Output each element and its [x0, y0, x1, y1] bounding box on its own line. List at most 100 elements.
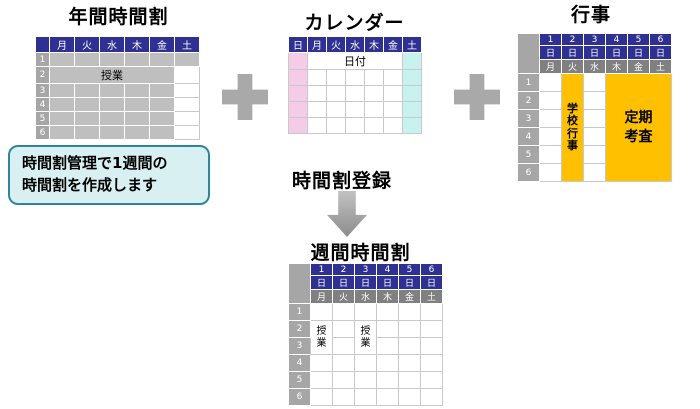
day-header-cell: 火	[326, 36, 346, 53]
day-suffix-cell: 日	[398, 275, 421, 290]
empty-cell	[307, 85, 327, 102]
callout-text-line: 時間割管理で1週間の	[22, 154, 168, 172]
empty-cell	[74, 52, 100, 67]
empty-cell	[124, 52, 150, 67]
empty-cell	[332, 320, 355, 338]
empty-cell	[583, 109, 606, 128]
empty-cell	[345, 85, 365, 102]
school-event-cell-label: 学校行事	[567, 101, 578, 152]
empty-cell	[49, 52, 75, 67]
day-header-cell: 木	[124, 36, 150, 53]
day-number-cell: 3	[583, 33, 606, 46]
day-number-cell: 6	[649, 33, 672, 46]
day-header-cell: 水	[99, 36, 125, 53]
day-number-cell: 5	[627, 33, 650, 46]
day-suffix-cell: 日	[583, 45, 606, 60]
period-number-cell: 3	[517, 109, 540, 128]
empty-cell	[345, 69, 365, 86]
weekday-cell: 月	[310, 289, 333, 304]
down-arrow-icon	[327, 191, 367, 237]
empty-cell	[583, 91, 606, 110]
day-suffix-cell: 日	[420, 275, 443, 290]
empty-cell	[376, 337, 399, 355]
weekday-cell: 木	[605, 59, 628, 74]
lesson-cell-label: 授業	[316, 326, 327, 349]
empty-cell	[326, 101, 346, 118]
day-suffix-cell: 日	[561, 45, 584, 60]
empty-cell	[383, 117, 403, 134]
saturday-cell	[402, 52, 422, 70]
empty-cell	[307, 69, 327, 86]
period-number-cell: 1	[35, 52, 50, 67]
day-number-cell: 1	[539, 33, 562, 46]
empty-cell	[307, 117, 327, 134]
empty-cell	[383, 85, 403, 102]
lesson-cell: 授業	[49, 66, 175, 84]
empty-cell	[310, 388, 333, 406]
empty-cell	[99, 111, 125, 126]
empty-cell	[364, 85, 384, 102]
empty-cell	[332, 303, 355, 321]
empty-cell	[354, 371, 377, 389]
weekday-cell: 水	[583, 59, 606, 74]
empty-cell	[310, 371, 333, 389]
empty-cell	[326, 85, 346, 102]
period-number-cell: 3	[35, 83, 50, 98]
period-number-cell: 4	[35, 97, 50, 112]
day-number-cell: 2	[332, 263, 355, 276]
day-header-cell: 木	[364, 36, 384, 53]
empty-cell	[310, 303, 333, 321]
weekday-cell: 水	[354, 289, 377, 304]
period-number-cell: 2	[35, 66, 50, 84]
day-number-cell: 5	[398, 263, 421, 276]
empty-cell	[124, 97, 150, 112]
empty-cell	[345, 101, 365, 118]
school-event-cell: 学校行事	[561, 73, 584, 182]
empty-cell	[420, 371, 443, 389]
date-cell: 日付	[307, 52, 403, 70]
empty-cell	[74, 83, 100, 98]
empty-cell	[420, 320, 443, 338]
sunday-cell	[288, 85, 308, 102]
empty-cell	[99, 83, 125, 98]
day-number-cell: 6	[420, 263, 443, 276]
day-header-cell: 月	[307, 36, 327, 53]
empty-cell	[539, 91, 562, 110]
empty-cell	[174, 83, 200, 98]
period-number-cell: 3	[288, 337, 311, 355]
plus-icon	[222, 74, 268, 120]
weekday-cell: 土	[649, 59, 672, 74]
period-number-cell: 2	[288, 320, 311, 338]
period-number-cell: 6	[35, 125, 50, 140]
lesson-cell-label: 授業	[360, 326, 371, 349]
empty-cell	[583, 163, 606, 182]
empty-cell	[49, 97, 75, 112]
empty-cell	[74, 125, 100, 140]
day-header-cell: 金	[383, 36, 403, 53]
empty-cell	[49, 125, 75, 140]
description-callout: 時間割管理で1週間の 時間割を作成します	[8, 145, 210, 205]
day-header-cell: 土	[174, 36, 200, 53]
empty-cell	[383, 69, 403, 86]
empty-cell	[364, 69, 384, 86]
lesson-cell: 授業	[354, 320, 377, 355]
exam-cell: 定期考査	[605, 73, 672, 182]
calendar-table: 日月火水木金土日付	[288, 36, 422, 134]
exam-cell-label: 定期考査	[624, 110, 653, 145]
period-number-cell: 6	[517, 163, 540, 182]
empty-cell	[364, 101, 384, 118]
weekday-cell: 金	[398, 289, 421, 304]
corner-cell	[517, 33, 540, 74]
saturday-cell	[402, 117, 422, 134]
annual-timetable-title: 年間時間割	[68, 6, 169, 28]
empty-cell	[174, 66, 200, 84]
day-header-cell: 金	[149, 36, 175, 53]
empty-cell	[49, 83, 75, 98]
empty-cell	[74, 97, 100, 112]
day-number-cell: 1	[310, 263, 333, 276]
empty-cell	[332, 388, 355, 406]
empty-cell	[99, 97, 125, 112]
empty-cell	[326, 117, 346, 134]
